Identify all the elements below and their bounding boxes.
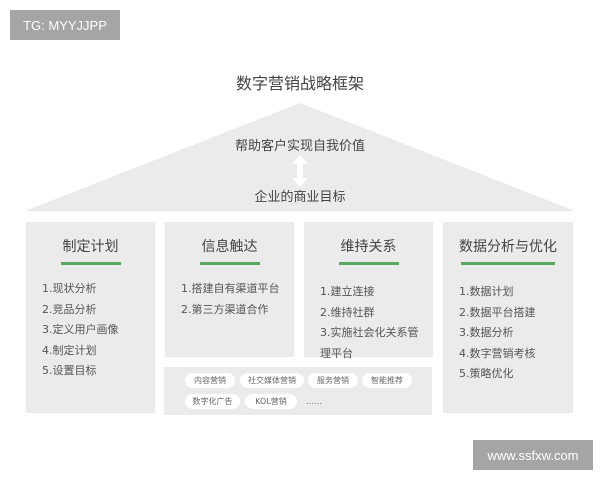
- column-data: 数据分析与优化 1.数据计划 2.数据平台搭建 3.数据分析 4.数字营销考核 5.策略…: [443, 222, 573, 413]
- list-item: 4.制定计划: [42, 343, 97, 357]
- tag: 内容营销: [185, 373, 235, 388]
- list-item: 1.建立连接: [320, 285, 375, 298]
- column-title: 信息触达: [201, 239, 258, 255]
- roof-bottom-text: 企业的商业目标: [254, 190, 346, 205]
- list-item: 1.现状分析: [42, 282, 97, 295]
- list-item: 4.数字营销考核: [459, 346, 536, 360]
- double-arrow-icon: [292, 155, 308, 187]
- column-title: 维持关系: [340, 239, 397, 255]
- column-plan: 制定计划 1.现状分析 2.竞品分析 3.定义用户画像 4.制定计划 5.设置目标: [26, 222, 155, 413]
- column-reach: 信息触达 1.搭建自有渠道平台 2.第三方渠道合作: [165, 222, 294, 357]
- tag: 社交媒体营销: [240, 373, 304, 388]
- tag-ellipsis: ……: [306, 397, 322, 406]
- accent-bar: [338, 262, 399, 265]
- list-item: 5.策略优化: [459, 367, 514, 380]
- list-item: 2.数据平台搭建: [459, 305, 536, 319]
- list-item: 理平台: [320, 346, 353, 360]
- list-item: 2.第三方渠道合作: [181, 302, 269, 316]
- tags-panel: 内容营销 社交媒体营销 服务营销 智能推荐 数字化广告 KOL营销 ……: [164, 367, 432, 415]
- column-title: 制定计划: [62, 239, 119, 255]
- list-item: 5.设置目标: [42, 364, 97, 377]
- watermark-top: TG: MYYJJPP: [10, 10, 120, 40]
- list-item: 2.维持社群: [320, 305, 375, 319]
- tag: 服务营销: [308, 373, 358, 388]
- list-item: 3.实施社会化关系管: [320, 326, 419, 339]
- list-item: 1.搭建自有渠道平台: [181, 282, 280, 295]
- accent-bar: [60, 262, 121, 265]
- accent-bar: [461, 262, 555, 265]
- tag: KOL营销: [245, 394, 297, 409]
- watermark-bottom: www.ssfxw.com: [473, 440, 593, 470]
- list-item: 1.数据计划: [459, 285, 514, 298]
- tag: 数字化广告: [185, 394, 240, 409]
- list-item: 2.竞品分析: [42, 302, 97, 316]
- accent-bar: [199, 262, 260, 265]
- page-title: 数字营销战略框架: [235, 74, 364, 93]
- tag: 智能推荐: [362, 373, 412, 388]
- column-title: 数据分析与优化: [459, 239, 557, 255]
- list-item: 3.数据分析: [459, 326, 514, 339]
- list-item: 3.定义用户画像: [42, 323, 119, 336]
- roof-top-text: 帮助客户实现自我价值: [234, 139, 365, 154]
- column-relationship: 维持关系 1.建立连接 2.维持社群 3.实施社会化关系管理平台: [304, 222, 433, 360]
